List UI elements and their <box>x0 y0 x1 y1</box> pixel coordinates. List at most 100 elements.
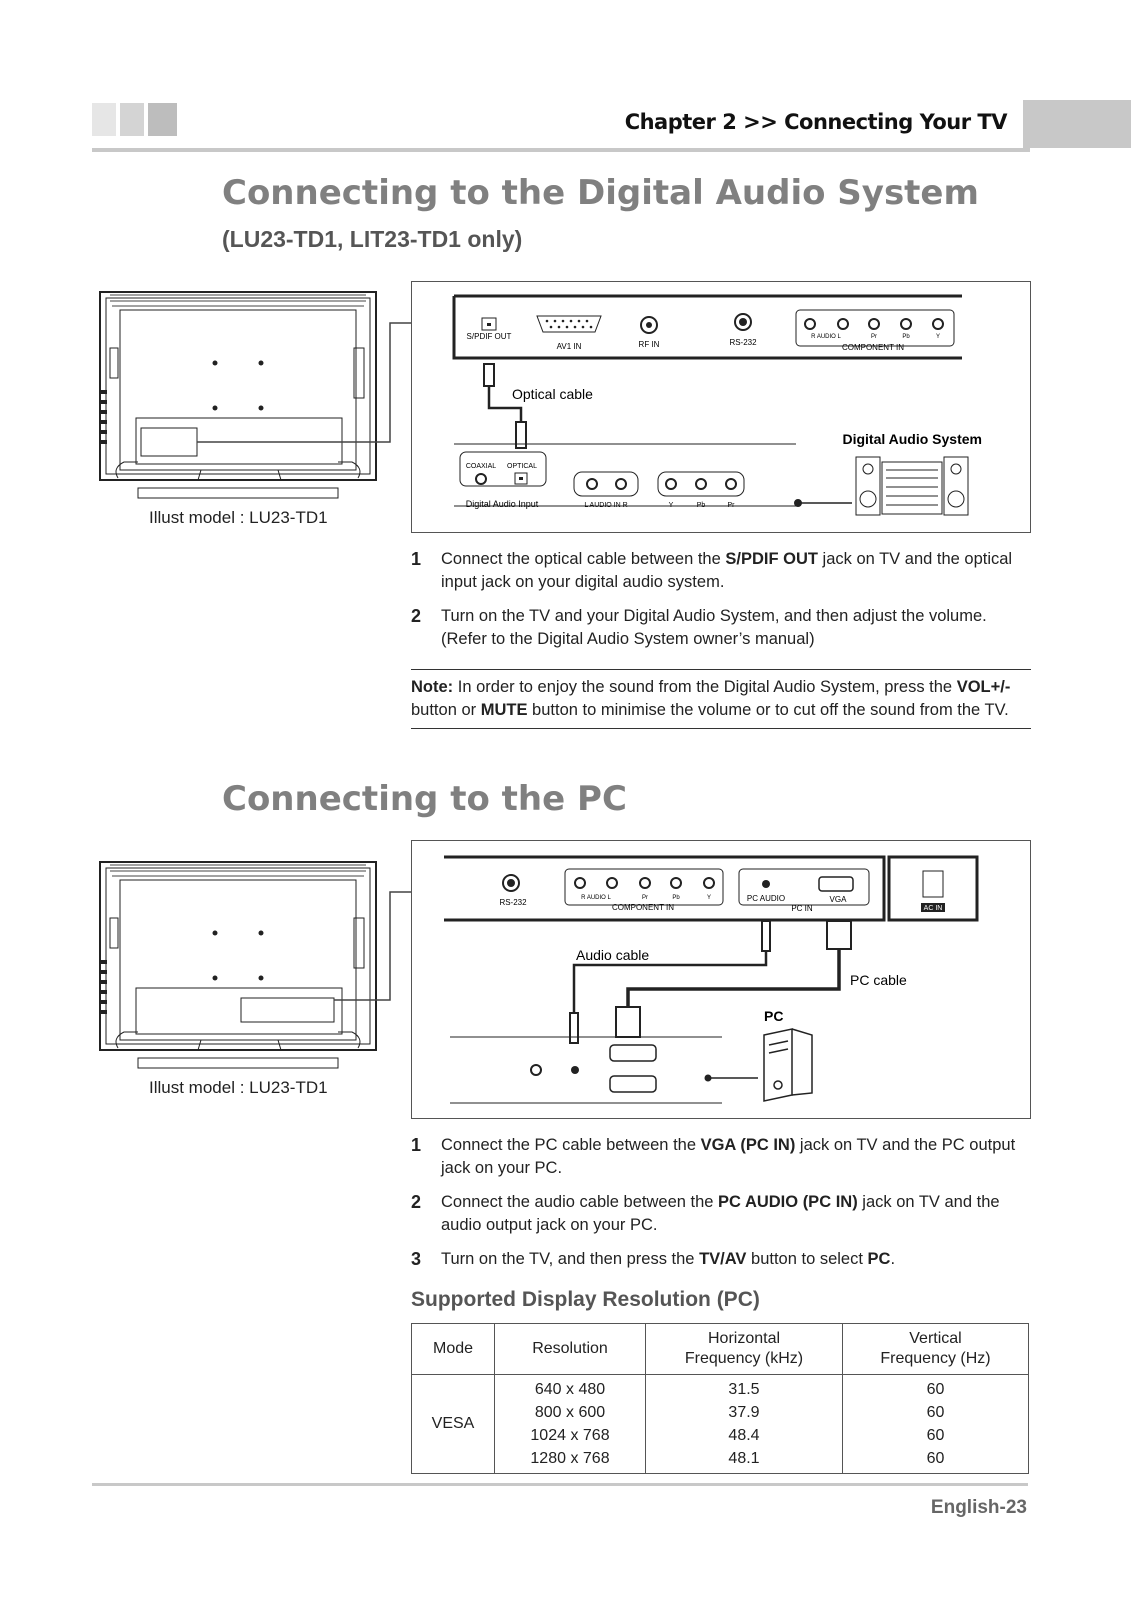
port-rs232: RS-232 <box>729 338 757 347</box>
section2-title: Connecting to the PC <box>222 779 627 819</box>
resolution-value: 640 x 480 <box>534 1381 606 1398</box>
step-text: button to select <box>746 1250 868 1268</box>
port-spdif-out: S/PDIF OUT <box>467 332 512 341</box>
port-rf-in: RF IN <box>639 340 660 349</box>
header-rule <box>92 148 1030 152</box>
step-text: jack on TV and the PC output jack on you… <box>441 1136 1016 1177</box>
note-bold: VOL+/- <box>956 678 1011 696</box>
step-number: 3 <box>411 1249 422 1269</box>
pc-in-label: PC IN <box>791 904 813 913</box>
port-pr: Pr <box>871 334 877 340</box>
input-pr-label: Pr <box>728 502 736 509</box>
table-row: VESA 640 x 480 800 x 600 1024 x 768 1280… <box>411 1374 1029 1474</box>
optical-label: OPTICAL <box>507 463 537 470</box>
input-pb-label: Pb <box>697 502 706 509</box>
coaxial-label: COAXIAL <box>466 463 496 470</box>
port-rs232: RS-232 <box>499 898 527 907</box>
col-mode: Mode <box>411 1323 495 1375</box>
step-text: jack on TV and the audio output jack on … <box>441 1193 1000 1234</box>
port-pr: Pr <box>642 895 648 901</box>
step-number: 2 <box>411 606 422 626</box>
tv-back-illustration <box>99 861 428 1069</box>
digital-audio-diagram: S/PDIF OUT AV1 IN RF IN RS-232 R AUDIO L… <box>411 281 1031 533</box>
col-vertical-line1: Vertical <box>909 1330 962 1347</box>
section2-step-3: 3 Turn on the TV, and then press the TV/… <box>411 1248 1031 1271</box>
resolution-value: 1280 x 768 <box>530 1450 610 1467</box>
step-text: Connect the audio cable between the <box>441 1193 719 1211</box>
digital-audio-input-label: Digital Audio Input <box>466 499 539 509</box>
step-text: Turn on the TV, and then press the <box>441 1250 700 1268</box>
note-label: Note: <box>411 678 454 696</box>
note-text: In order to enjoy the sound from the Dig… <box>453 678 957 696</box>
port-y: Y <box>936 334 940 340</box>
port-pb: Pb <box>672 895 680 901</box>
step-bold: PC AUDIO (PC IN) <box>718 1193 858 1211</box>
resolution-table-title: Supported Display Resolution (PC) <box>411 1288 760 1311</box>
resolution-value: 1024 x 768 <box>530 1427 610 1444</box>
illust-caption: Illust model : LU23-TD1 <box>149 1078 328 1097</box>
vertical-value: 60 <box>926 1381 945 1398</box>
section2-step-1: 1 Connect the PC cable between the VGA (… <box>411 1134 1031 1180</box>
input-y-label: Y <box>669 502 674 509</box>
vertical-cell: 60 60 60 60 <box>842 1374 1029 1474</box>
step-text: Connect the PC cable between the <box>441 1136 701 1154</box>
ac-in-label: AC IN <box>924 905 943 912</box>
step-number: 1 <box>411 1135 422 1155</box>
horizontal-value: 48.1 <box>728 1450 760 1467</box>
resolution-cell: 640 x 480 800 x 600 1024 x 768 1280 x 76… <box>494 1374 646 1474</box>
note-box: Note: In order to enjoy the sound from t… <box>411 669 1031 729</box>
audio-cable-label: Audio cable <box>576 947 649 963</box>
step-text: Turn on the TV and your Digital Audio Sy… <box>441 607 987 648</box>
header-square-1 <box>92 103 116 136</box>
port-audio-rl: R AUDIO L <box>811 334 841 340</box>
col-vertical-line2: Frequency (Hz) <box>880 1350 991 1367</box>
step-bold: S/PDIF OUT <box>725 550 818 568</box>
pc-tower-icon <box>763 1028 813 1102</box>
mode-cell: VESA <box>411 1374 495 1474</box>
header-tab <box>1023 100 1131 148</box>
step-number: 1 <box>411 549 422 569</box>
step-bold: TV/AV <box>699 1250 747 1268</box>
step-text: Connect the optical cable between the <box>441 550 726 568</box>
section1-step-1: 1 Connect the optical cable between the … <box>411 548 1031 594</box>
col-horizontal-line2: Frequency (kHz) <box>684 1350 804 1367</box>
port-pb: Pb <box>902 334 910 340</box>
section2-step-2: 2 Connect the audio cable between the PC… <box>411 1191 1031 1237</box>
chapter-title: Chapter 2 >> Connecting Your TV <box>624 110 1008 134</box>
step-text: jack on TV and the optical input jack on… <box>441 550 1013 591</box>
port-vga: VGA <box>830 895 848 904</box>
header-square-3 <box>148 103 177 136</box>
step-text: . <box>890 1250 896 1268</box>
component-in-label: COMPONENT IN <box>842 343 904 352</box>
port-av1-in: AV1 IN <box>557 342 582 351</box>
port-audio-rl: R AUDIO L <box>581 895 611 901</box>
digital-audio-system-label: Digital Audio System <box>842 431 982 447</box>
horizontal-value: 31.5 <box>728 1381 760 1398</box>
vertical-value: 60 <box>926 1404 945 1421</box>
step-bold: PC <box>867 1250 891 1268</box>
horizontal-value: 48.4 <box>728 1427 760 1444</box>
stereo-system-icon <box>794 456 969 516</box>
step-bold: VGA (PC IN) <box>700 1136 796 1154</box>
pc-cable-label: PC cable <box>850 972 907 988</box>
step-number: 2 <box>411 1192 422 1212</box>
optical-cable-label: Optical cable <box>512 386 593 402</box>
vertical-value: 60 <box>926 1450 945 1467</box>
note-bold: MUTE <box>480 701 528 719</box>
section1-subtitle: (LU23-TD1, LIT23-TD1 only) <box>222 226 523 252</box>
section1-title: Connecting to the Digital Audio System <box>222 173 979 213</box>
tv-back-illustration <box>99 291 428 499</box>
pc-connection-diagram: RS-232 R AUDIO L Pr Pb Y COMPONENT IN PC… <box>411 840 1031 1119</box>
header-square-2 <box>120 103 144 136</box>
page-number: English-23 <box>930 1497 1027 1518</box>
note-text: button to minimise the volume or to cut … <box>527 701 1009 719</box>
col-resolution: Resolution <box>494 1323 646 1375</box>
col-horizontal-line1: Horizontal <box>707 1330 781 1347</box>
resolution-value: 800 x 600 <box>534 1404 606 1421</box>
component-in-label: COMPONENT IN <box>612 903 674 912</box>
horizontal-value: 37.9 <box>728 1404 760 1421</box>
note-text: button or <box>411 701 481 719</box>
